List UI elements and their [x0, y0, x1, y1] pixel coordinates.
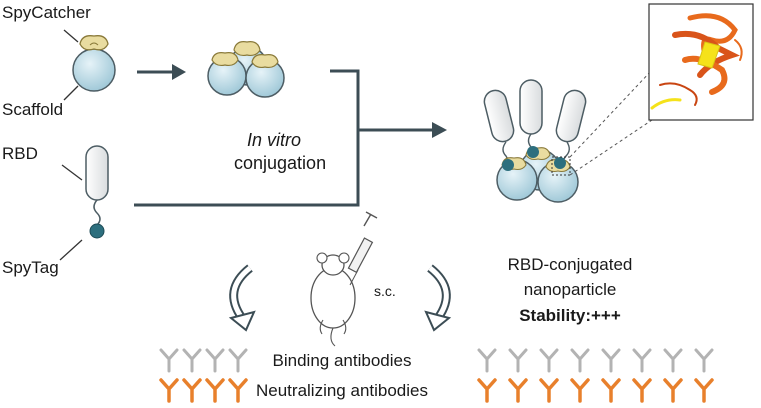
curved-arrow-right [424, 264, 452, 332]
antibody-icon [205, 378, 225, 403]
label-spycatcher: SpyCatcher [2, 3, 91, 22]
antibody-icon [663, 348, 683, 373]
antibody-icon [159, 378, 179, 403]
antibody-icon [228, 378, 248, 403]
antibody-icon [632, 378, 652, 403]
rbd-capsule [85, 145, 109, 201]
antibody-icon [205, 348, 225, 373]
antibody-row-left-neutralizing [159, 378, 248, 403]
antibody-row-right-neutralizing [477, 378, 714, 403]
label-stability: Stability:+++ [519, 306, 621, 325]
label-neutralizing-antibodies: Neutralizing antibodies [256, 381, 428, 400]
label-spytag: SpyTag [2, 258, 59, 277]
antibody-icon [570, 378, 590, 403]
antibody-row-right-binding [477, 348, 714, 373]
antibody-icon [539, 348, 559, 373]
label-binding-antibodies: Binding antibodies [272, 351, 412, 370]
antibody-icon [508, 378, 528, 403]
mouse-icon [310, 252, 356, 347]
antibody-icon [601, 348, 621, 373]
antibody-icon [632, 348, 652, 373]
rbd-nanoparticle [483, 79, 587, 203]
antibody-icon [601, 378, 621, 403]
protein-structure-icon [648, 3, 754, 121]
antibody-icon [694, 378, 714, 403]
antibody-icon [182, 348, 202, 373]
label-rbd: RBD [2, 144, 38, 163]
antibody-icon [570, 348, 590, 373]
antibody-icon [159, 348, 179, 373]
antibody-icon [228, 348, 248, 373]
label-in-vitro: In vitro [247, 130, 302, 150]
scaffold-sphere [72, 48, 116, 92]
label-route: s.c. [374, 283, 396, 299]
spytag-dot [89, 223, 105, 239]
conjugation-connector [134, 69, 447, 207]
antibody-icon [477, 348, 497, 373]
antibody-icon [539, 378, 559, 403]
antibody-icon [508, 348, 528, 373]
antibody-row-left-binding [159, 348, 248, 373]
syringe-icon [347, 211, 378, 286]
scaffold-cluster [207, 41, 285, 98]
spycatcher-scaffold-particle [63, 29, 116, 101]
rbd-spytag-construct [59, 145, 109, 261]
zoom-lines [569, 69, 653, 176]
antibody-icon [663, 378, 683, 403]
label-scaffold: Scaffold [2, 100, 64, 119]
label-conjugation: conjugation [234, 153, 327, 173]
antibody-icon [182, 378, 202, 403]
arrow-to-assembly [137, 64, 186, 80]
curved-arrow-left [228, 264, 256, 332]
antibody-icon [477, 378, 497, 403]
label-product-line2: nanoparticle [523, 280, 617, 299]
antibody-icon [694, 348, 714, 373]
label-product-line1: RBD-conjugated [507, 255, 633, 274]
